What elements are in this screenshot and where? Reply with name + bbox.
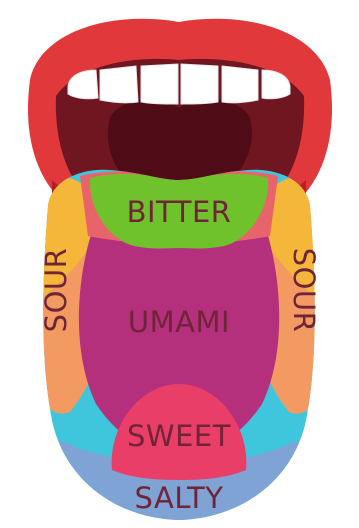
tooth <box>181 64 218 104</box>
umami-label: UMAMI <box>128 305 230 339</box>
sour-right-label: SOUR <box>287 248 321 333</box>
salty-label: SALTY <box>135 481 224 515</box>
tooth <box>100 66 138 103</box>
tooth <box>222 66 258 103</box>
sweet-label: SWEET <box>127 419 231 453</box>
tooth <box>141 64 178 104</box>
sour-left-label: SOUR <box>39 248 73 333</box>
bitter-label: BITTER <box>127 195 232 229</box>
